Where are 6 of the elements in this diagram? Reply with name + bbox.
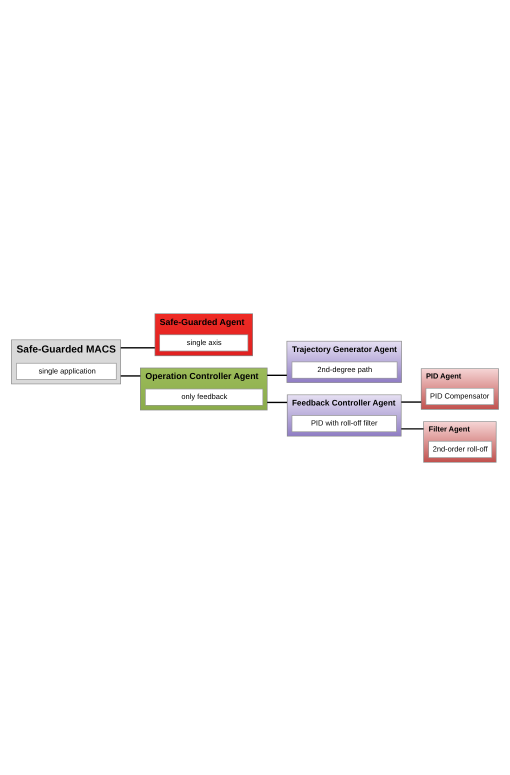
connector [401, 400, 422, 402]
connector [267, 374, 287, 376]
connector [401, 428, 424, 430]
connector [120, 346, 155, 348]
connector [120, 374, 140, 376]
connector [267, 401, 288, 403]
